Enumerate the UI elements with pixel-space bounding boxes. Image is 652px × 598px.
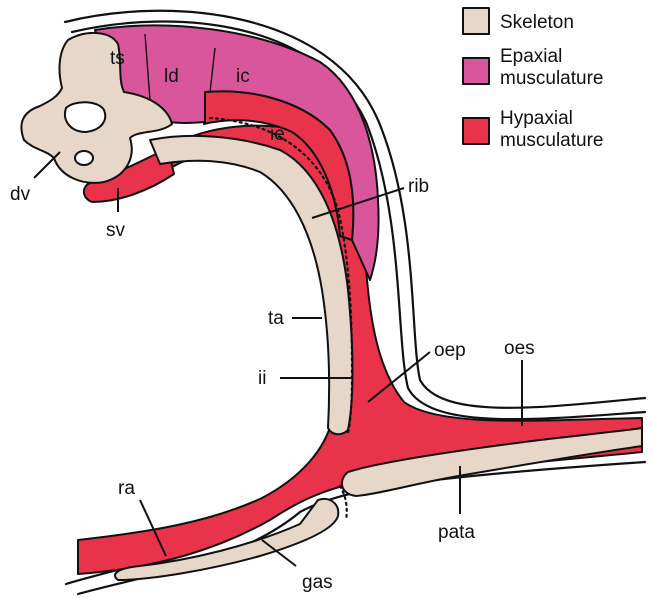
label-ta: ta (268, 308, 284, 329)
legend-label-epaxial: Epaxial musculature (500, 46, 604, 89)
label-pata: pata (438, 522, 475, 543)
legend-hypaxial-line-1: Hypaxial (500, 108, 573, 129)
label-ld: ld (164, 66, 179, 87)
label-rib: rib (408, 176, 429, 197)
vertebral-foramen (65, 102, 105, 132)
label-ic: ic (236, 66, 250, 87)
label-sv: sv (106, 220, 126, 241)
legend-swatch-skeleton (463, 8, 489, 34)
legend-epaxial-line-2: musculature (500, 68, 604, 89)
label-ii: ii (258, 368, 266, 389)
legend-epaxial-line-1: Epaxial (500, 46, 562, 67)
leader-dv (34, 152, 60, 178)
label-dv: dv (10, 184, 31, 205)
label-oes: oes (504, 338, 535, 359)
label-gas: gas (302, 572, 333, 593)
legend-label-skeleton: Skeleton (500, 12, 574, 33)
legend-label-hypaxial: Hypaxial musculature (500, 108, 604, 151)
vertebral-canal (75, 151, 93, 165)
label-oep: oep (434, 340, 466, 361)
label-ra: ra (118, 478, 135, 499)
label-ts: ts (110, 48, 125, 69)
label-ie: ie (270, 124, 285, 145)
legend-hypaxial-line-2: musculature (500, 130, 604, 151)
legend-swatch-hypaxial (463, 118, 489, 144)
legend-swatch-epaxial (463, 58, 489, 84)
